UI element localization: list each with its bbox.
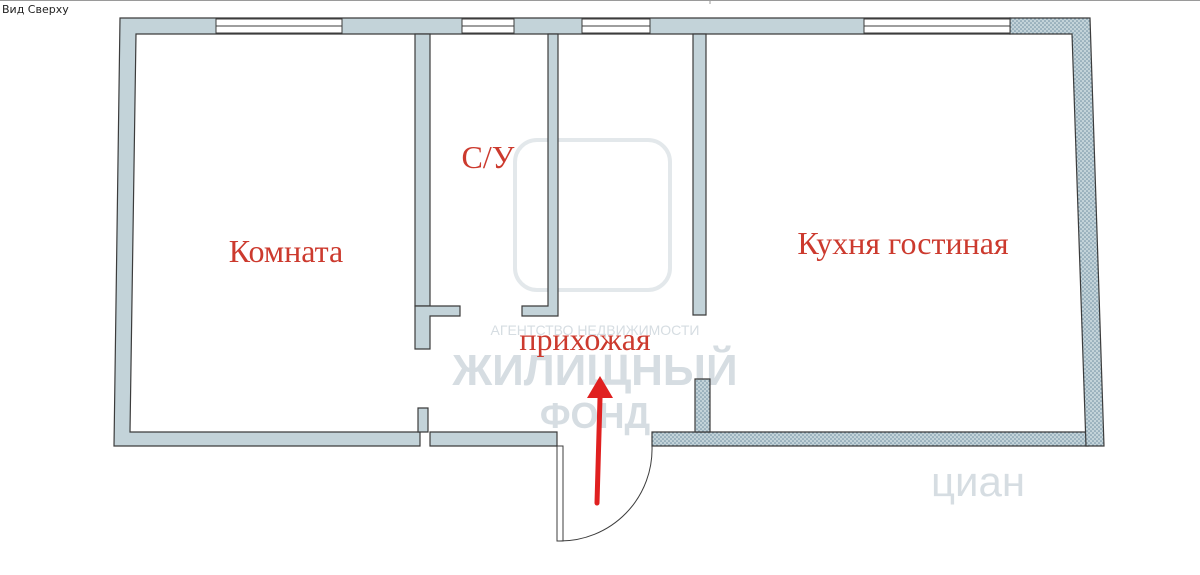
wall-bath-hall [521,33,559,317]
label-bathroom: С/У [462,139,515,175]
wall-room-bath-stub [414,305,461,350]
watermark-agency-fund: ФОНД [540,395,650,436]
entry-arrow [587,376,613,506]
wall-room-bath [414,33,431,307]
door-swing-arc [559,445,653,542]
entrance-door [556,445,653,542]
wall-kitchen-stub [694,378,711,433]
label-hallway: прихожая [519,321,651,357]
watermark-logo [513,138,672,292]
label-room: Комната [229,233,343,269]
watermark-agency-small: АГЕНТСТВО НЕДВИЖИМОСТИ [491,322,700,338]
outer-wall-east [1009,17,1105,447]
label-kitchen-living: Кухня гостиная [797,225,1009,261]
watermark-site: циан [931,458,1025,505]
wall-room-stub-south [417,407,429,433]
outer-wall-south-mid [429,431,558,447]
view-label: Вид Сверху [2,3,69,16]
door-leaf [556,445,564,542]
outer-wall-south-east [651,431,1089,447]
wall-hall-kitchen [692,33,707,316]
